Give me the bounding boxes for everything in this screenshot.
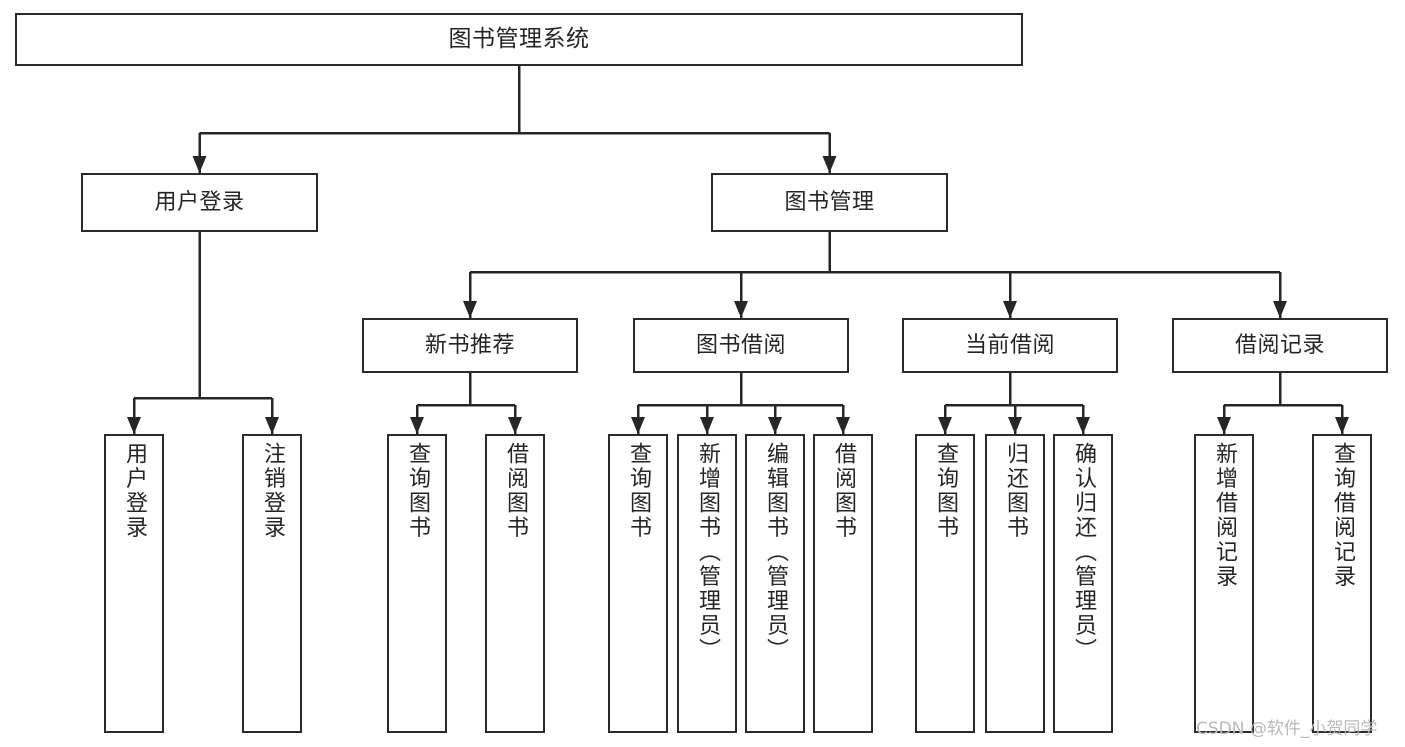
node-label-leaf-borrow-book-1: 借阅图书 — [503, 442, 528, 540]
node-leaf-add-record[interactable]: 新增借阅记录 — [1194, 434, 1254, 733]
node-label-leaf-return-book: 归还图书 — [1003, 442, 1028, 540]
node-label-borrow-record: 借阅记录 — [1234, 332, 1325, 358]
node-leaf-user-login[interactable]: 用户登录 — [104, 434, 164, 733]
arrow-icon-new-book-rec-1 — [508, 417, 522, 434]
node-label-leaf-query-record: 查询借阅记录 — [1330, 442, 1355, 589]
arrow-icon-book-borrow-3 — [836, 417, 850, 434]
arrow-icon-current-borrow-1 — [1008, 417, 1022, 434]
node-label-leaf-add-record: 新增借阅记录 — [1212, 442, 1237, 589]
node-leaf-edit-book[interactable]: 编辑图书（管理员） — [745, 434, 805, 733]
node-leaf-query-record[interactable]: 查询借阅记录 — [1312, 434, 1372, 733]
arrow-icon-user-login-1 — [265, 417, 279, 434]
node-borrow-record[interactable]: 借阅记录 — [1172, 318, 1388, 373]
node-leaf-borrow-book-2[interactable]: 借阅图书 — [813, 434, 873, 733]
node-book-manage[interactable]: 图书管理 — [711, 173, 948, 232]
arrow-icon-book-manage-1 — [734, 301, 748, 318]
arrow-icon-root-0 — [192, 156, 207, 173]
node-book-borrow[interactable]: 图书借阅 — [633, 318, 849, 373]
arrow-icon-book-manage-0 — [463, 301, 477, 318]
node-label-leaf-user-login: 用户登录 — [122, 442, 147, 540]
node-label-leaf-query-book-2: 查询图书 — [626, 442, 651, 540]
node-label-leaf-query-book-3: 查询图书 — [933, 442, 958, 540]
node-label-leaf-user-logout: 注销登录 — [260, 442, 285, 540]
node-label-user-login: 用户登录 — [154, 189, 245, 215]
arrow-icon-book-borrow-1 — [700, 417, 714, 434]
node-root[interactable]: 图书管理系统 — [15, 13, 1023, 66]
node-label-leaf-borrow-book-2: 借阅图书 — [831, 442, 856, 540]
arrow-icon-user-login-0 — [127, 417, 141, 434]
node-label-new-book-rec: 新书推荐 — [424, 332, 515, 358]
node-label-leaf-edit-book: 编辑图书（管理员） — [763, 442, 788, 663]
node-leaf-add-book[interactable]: 新增图书（管理员） — [677, 434, 737, 733]
node-leaf-borrow-book-1[interactable]: 借阅图书 — [485, 434, 545, 733]
node-leaf-query-book-3[interactable]: 查询图书 — [915, 434, 975, 733]
arrow-icon-book-borrow-2 — [768, 417, 782, 434]
node-new-book-rec[interactable]: 新书推荐 — [362, 318, 578, 373]
node-user-login[interactable]: 用户登录 — [81, 173, 318, 232]
arrow-icon-borrow-record-1 — [1335, 417, 1349, 434]
arrow-icon-book-borrow-0 — [631, 417, 645, 434]
arrow-icon-current-borrow-0 — [938, 417, 952, 434]
node-label-current-borrow: 当前借阅 — [964, 332, 1055, 358]
node-leaf-query-book-2[interactable]: 查询图书 — [608, 434, 668, 733]
arrow-icon-root-1 — [822, 156, 837, 173]
node-leaf-return-book[interactable]: 归还图书 — [985, 434, 1045, 733]
node-label-book-borrow: 图书借阅 — [695, 332, 786, 358]
node-label-leaf-query-book-1: 查询图书 — [405, 442, 430, 540]
node-label-leaf-add-book: 新增图书（管理员） — [695, 442, 720, 663]
arrow-icon-borrow-record-0 — [1217, 417, 1231, 434]
node-label-book-manage: 图书管理 — [784, 189, 875, 215]
arrow-icon-new-book-rec-0 — [410, 417, 424, 434]
node-current-borrow[interactable]: 当前借阅 — [902, 318, 1118, 373]
arrow-icon-current-borrow-2 — [1076, 417, 1090, 434]
node-leaf-user-logout[interactable]: 注销登录 — [242, 434, 302, 733]
node-leaf-query-book-1[interactable]: 查询图书 — [387, 434, 447, 733]
node-label-leaf-confirm-return: 确认归还（管理员） — [1071, 442, 1096, 663]
arrow-icon-book-manage-3 — [1273, 301, 1287, 318]
arrow-icon-book-manage-2 — [1003, 301, 1017, 318]
node-leaf-confirm-return[interactable]: 确认归还（管理员） — [1053, 434, 1113, 733]
node-label-root: 图书管理系统 — [448, 25, 590, 52]
